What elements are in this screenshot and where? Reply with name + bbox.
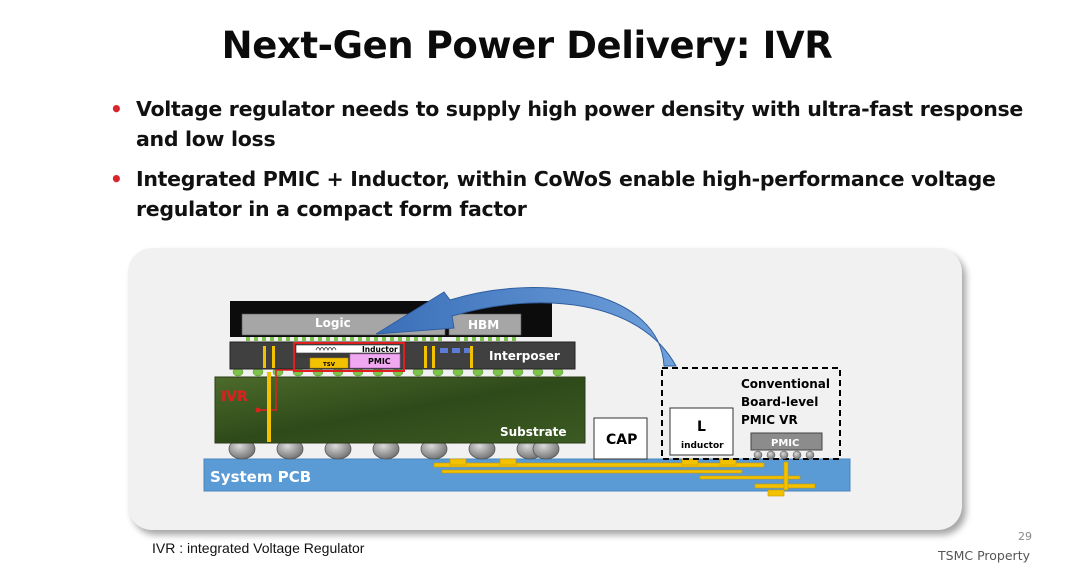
ivr-layer xyxy=(296,354,400,358)
ivr-highlight-box xyxy=(293,342,405,372)
conventional-vr-box xyxy=(661,367,841,460)
page-number: 29 xyxy=(1018,530,1032,543)
bullet-dot-icon: • xyxy=(110,167,123,191)
pmic-embedded-label: PMIC xyxy=(368,357,391,366)
substrate-label: Substrate xyxy=(500,425,567,439)
bullet-item: • Integrated PMIC + Inductor, within CoW… xyxy=(110,164,1030,224)
substrate-via xyxy=(267,372,271,442)
bullet-list: • Voltage regulator needs to supply high… xyxy=(110,94,1030,234)
inductor-label: Inductor xyxy=(362,345,398,354)
tsv-label: TSV xyxy=(323,362,336,368)
board-pmic-balls xyxy=(753,450,815,460)
bullet-text: Integrated PMIC + Inductor, within CoWoS… xyxy=(136,167,996,221)
migration-arrow-icon xyxy=(375,287,677,367)
footnote: IVR : integrated Voltage Regulator xyxy=(152,540,365,556)
inductor-coil-icon xyxy=(315,347,337,352)
bga-balls xyxy=(228,438,560,460)
pcb-label: System PCB xyxy=(210,468,311,486)
tsv-block xyxy=(309,357,349,369)
interposer xyxy=(229,341,576,370)
ivr-label: IVR xyxy=(221,389,248,405)
conventional-label-line2: Board-level xyxy=(741,395,818,409)
board-pmic-label: PMIC xyxy=(771,438,799,449)
bullet-dot-icon: • xyxy=(110,97,123,121)
property-notice: TSMC Property xyxy=(938,548,1030,563)
board-inductor xyxy=(669,407,734,456)
conventional-label-line3: PMIC VR xyxy=(741,413,798,427)
micro-bumps xyxy=(246,336,516,341)
board-inductor-label: inductor xyxy=(681,441,724,451)
conventional-label-line1: Conventional xyxy=(741,377,830,391)
bullet-item: • Voltage regulator needs to supply high… xyxy=(110,94,1030,154)
interposer-blue-blocks xyxy=(440,348,470,353)
pcb-traces xyxy=(433,458,816,497)
hbm-label: HBM xyxy=(468,318,499,332)
bullet-text: Voltage regulator needs to supply high p… xyxy=(136,97,1023,151)
interposer-tsv-stripes xyxy=(263,346,473,368)
slide-title: Next-Gen Power Delivery: IVR xyxy=(221,24,833,67)
ivr-connector-dot xyxy=(255,407,261,413)
pmic-embedded-block xyxy=(349,353,401,369)
logic-label: Logic xyxy=(315,316,351,330)
inductor-block xyxy=(295,344,401,354)
interposer-label: Interposer xyxy=(489,349,560,363)
cap-label: CAP xyxy=(606,432,637,448)
board-inductor-l-label: L xyxy=(697,419,706,435)
board-pmic xyxy=(750,432,823,451)
cap-component xyxy=(593,417,648,460)
